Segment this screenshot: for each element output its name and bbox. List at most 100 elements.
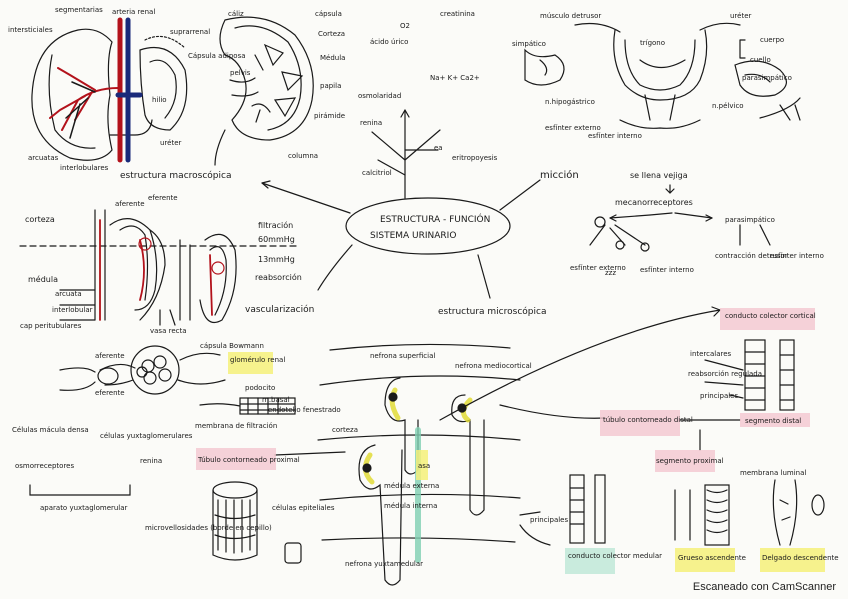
center-line1: ESTRUCTURA - FUNCIÓN bbox=[380, 213, 490, 225]
lbl-intercaladas: intercalares bbox=[690, 350, 732, 358]
cortex-line-top bbox=[329, 343, 511, 351]
lbl-parasimp: parasimpático bbox=[725, 216, 775, 224]
lbl-simpatico: simpático bbox=[512, 40, 546, 48]
arrow-head-macro bbox=[261, 180, 271, 189]
arrow-to-proximal bbox=[274, 451, 346, 456]
lbl-membrana-lum: membrana luminal bbox=[740, 469, 806, 477]
cortical-duct-diagram bbox=[704, 339, 795, 411]
renal-veins-branches bbox=[65, 81, 96, 139]
lbl-capsula: cápsula bbox=[315, 10, 342, 18]
glomerulus-yuxtamedular bbox=[362, 463, 372, 473]
lbl-conducto-med: conducto colector medular bbox=[568, 552, 662, 560]
lbl-vasc-aferente: aferente bbox=[115, 200, 145, 208]
lbl-caliz: cáliz bbox=[228, 10, 244, 18]
hl-asa bbox=[416, 450, 428, 480]
lbl-nefrona-med: nefrona mediocortical bbox=[455, 362, 532, 370]
lbl-trigono: trígono bbox=[640, 39, 665, 47]
lbl-reabsorcion: reabsorción bbox=[255, 272, 302, 282]
hl-segm-prox bbox=[655, 450, 715, 472]
lbl-acido: ácido úrico bbox=[370, 38, 408, 46]
lbl-mbasal: m.basal bbox=[262, 396, 290, 404]
lbl-podocito: podocito bbox=[245, 384, 275, 392]
lbl-celulas-mac: Células mácula densa bbox=[12, 426, 89, 434]
bowman-diagram bbox=[29, 345, 226, 496]
lbl-ea: ea bbox=[434, 144, 443, 152]
lbl-segmentarias: segmentarias bbox=[55, 6, 103, 14]
lbl-esfinter-int: esfínter interno bbox=[770, 252, 824, 260]
lbl-ureter: uréter bbox=[160, 139, 182, 147]
lbl-segm-dist: segmento distal bbox=[745, 417, 801, 425]
lbl-grasa: Cápsula adiposa bbox=[188, 52, 246, 60]
lbl-micro-eferente: eferente bbox=[95, 389, 125, 397]
lbl-intersticiales: intersticiales bbox=[8, 26, 53, 34]
miccion-flow bbox=[589, 184, 771, 252]
hl-glomerulo bbox=[228, 352, 273, 374]
lbl-interlobulares: interlobulares bbox=[60, 164, 109, 172]
lbl-zzz: zzz bbox=[605, 269, 616, 277]
lbl-esf-ext: esfínter externo bbox=[545, 124, 601, 132]
kidney-section-diagram bbox=[214, 16, 314, 166]
lbl-cuerpo: cuerpo bbox=[760, 36, 784, 44]
hl-conducto-cortical bbox=[720, 308, 815, 330]
lbl-eritro: eritropoyesis bbox=[452, 154, 498, 162]
lbl-vasc-corteza: corteza bbox=[25, 215, 55, 224]
lbl-asa: asa bbox=[418, 462, 430, 470]
branch-line-vasc bbox=[317, 244, 353, 291]
lbl-osmo: osmolaridad bbox=[358, 92, 401, 100]
lbl-vasc-medula: médula bbox=[28, 274, 58, 284]
arrow-to-distal bbox=[499, 404, 606, 419]
lbl-contraccion: contracción detrusor bbox=[715, 252, 788, 260]
lbl-delgado: Delgado descendente bbox=[762, 554, 839, 562]
lbl-o2: O2 bbox=[400, 22, 410, 30]
branch-macro: estructura macroscópica bbox=[120, 170, 231, 181]
lbl-arteria-renal: arteria renal bbox=[112, 8, 155, 16]
hl-grueso bbox=[675, 548, 735, 572]
lbl-micro-aferente: aferente bbox=[95, 352, 125, 360]
lbl-principales: principales bbox=[700, 392, 738, 400]
lbl-segm-prox: segmento proximal bbox=[656, 457, 724, 465]
cortex-line-1 bbox=[319, 375, 521, 386]
lbl-principales2: principales bbox=[530, 516, 568, 524]
lbl-celulas-yux: células yuxtaglomerulares bbox=[100, 432, 193, 440]
lbl-nefrona-sup: nefrona superficial bbox=[370, 352, 435, 360]
vascular-diagram bbox=[19, 209, 301, 326]
filtration-membrane-diagram bbox=[199, 397, 296, 415]
lbl-mecano: mecanorreceptores bbox=[615, 198, 693, 207]
glomerulus-1 bbox=[138, 237, 152, 251]
lbl-renina: renina bbox=[360, 119, 382, 127]
lbl-papila: papila bbox=[320, 82, 341, 90]
lbl-peritub: cap peritubulares bbox=[20, 322, 82, 330]
hl-segm-dist bbox=[740, 413, 810, 427]
function-sub-branches bbox=[371, 129, 441, 176]
lbl-osmorrec: osmorreceptores bbox=[15, 462, 74, 470]
lbl-pelvico: n.pélvico bbox=[712, 102, 744, 110]
lbl-creatinina: creatinina bbox=[440, 10, 475, 18]
arrow-head-functions bbox=[400, 109, 410, 118]
lbl-filtracion: filtración bbox=[258, 220, 293, 230]
lbl-vasa: vasa recta bbox=[150, 327, 187, 335]
lbl-micro-corteza: corteza bbox=[332, 426, 358, 434]
lbl-parasimpatico: parasimpático bbox=[742, 74, 792, 82]
branch-line-macro bbox=[261, 182, 351, 214]
lbl-capsula-b: cápsula Bowmann bbox=[200, 342, 264, 350]
branch-line-miccion bbox=[499, 179, 541, 211]
lbl-medula: Médula bbox=[320, 54, 345, 62]
glomerulus-2 bbox=[211, 261, 225, 275]
lbl-membrana: membrana de filtración bbox=[195, 422, 277, 430]
branch-miccion: micción bbox=[540, 169, 579, 181]
lbl-ions: Na+ K+ Ca2+ bbox=[430, 74, 480, 82]
lbl-esf-int: esfínter interno bbox=[588, 132, 642, 140]
lbl-bladder-ureter: uréter bbox=[730, 12, 752, 20]
lbl-columna: columna bbox=[288, 152, 318, 160]
lbl-vasc-eferente: eferente bbox=[148, 194, 178, 202]
scanner-watermark: Escaneado con CamScanner bbox=[692, 581, 836, 593]
lbl-medula-ext: médula externa bbox=[384, 482, 439, 490]
lbl-esfinter-int2: esfínter interno bbox=[640, 266, 694, 274]
lbl-cuello: cuello bbox=[750, 56, 771, 64]
lbl-suprarrenal: suprarrenal bbox=[170, 28, 210, 36]
hl-conducto-medular bbox=[565, 548, 615, 574]
hl-tubulo-dist bbox=[600, 410, 680, 436]
lbl-hipogastrico: n.hipogástrico bbox=[545, 98, 595, 106]
